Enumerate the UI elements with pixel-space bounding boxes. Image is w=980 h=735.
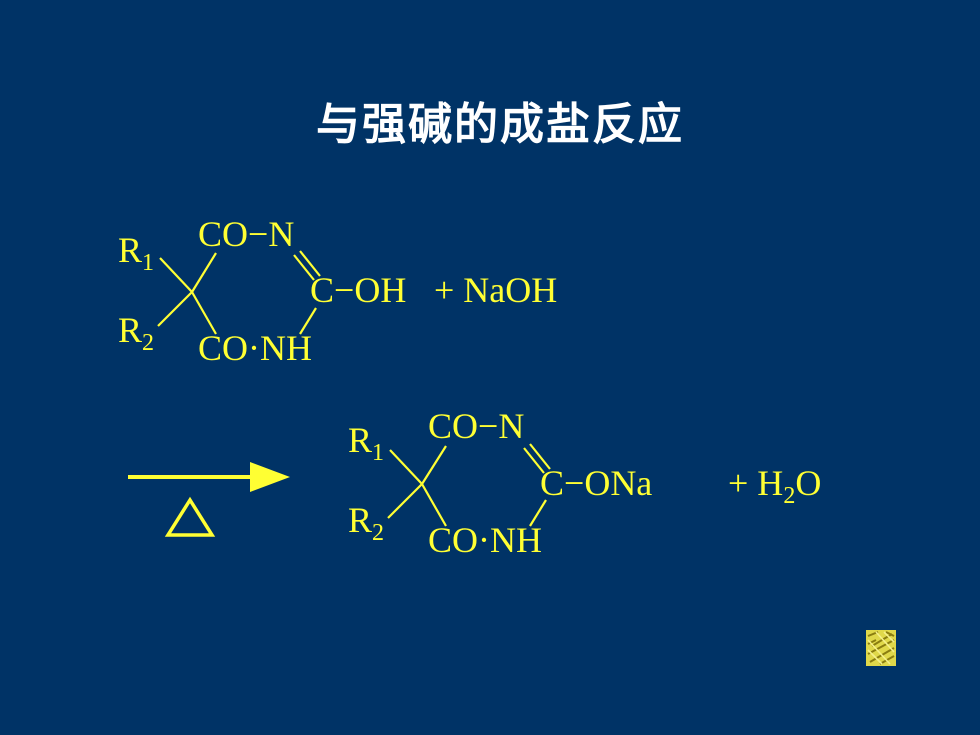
product-co-n: CO−N — [428, 406, 524, 446]
product-r1: R1 — [348, 420, 384, 466]
bond-c-nh — [299, 307, 317, 335]
bond-c-co-top — [421, 445, 447, 485]
product-r2: R2 — [348, 500, 384, 546]
bond-r1-c — [389, 449, 423, 485]
bond-n-c-double-a — [293, 254, 315, 281]
reactant-c-oh: C−OH — [310, 270, 406, 310]
bond-n-c-double-a — [523, 447, 545, 474]
bond-c-nh — [529, 499, 547, 527]
reactant-structure: R1 R2 CO−N C−OH CO·NH + NaOH — [118, 214, 557, 368]
product-c-ona: C−ONa — [540, 463, 652, 503]
bond-r2-c — [157, 291, 193, 327]
reactant-co-nh: CO·NH — [198, 328, 312, 368]
heat-triangle-icon — [164, 496, 216, 537]
product-structure: R1 R2 CO−N C−ONa CO·NH + H2O — [348, 406, 821, 560]
bond-r1-c — [159, 257, 193, 293]
reactant-naoh: + NaOH — [434, 270, 557, 310]
arrow-head — [250, 462, 290, 492]
product-water: + H2O — [728, 463, 821, 509]
reactant-r2: R2 — [118, 310, 154, 356]
product-co-nh: CO·NH — [428, 520, 542, 560]
reactant-co-n: CO−N — [198, 214, 294, 254]
bond-n-c-double-b — [529, 443, 551, 470]
bond-n-c-double-b — [299, 250, 321, 277]
bond-c-co-bottom — [421, 483, 447, 527]
slide-title: 与强碱的成盐反应 — [316, 99, 684, 150]
bond-c-co-bottom — [191, 291, 217, 335]
bond-r2-c — [387, 483, 423, 519]
textured-nav-icon[interactable] — [866, 630, 896, 666]
bond-c-co-top — [191, 252, 217, 293]
reaction-arrow-group: △ — [128, 462, 290, 537]
reactant-r1: R1 — [118, 230, 154, 276]
